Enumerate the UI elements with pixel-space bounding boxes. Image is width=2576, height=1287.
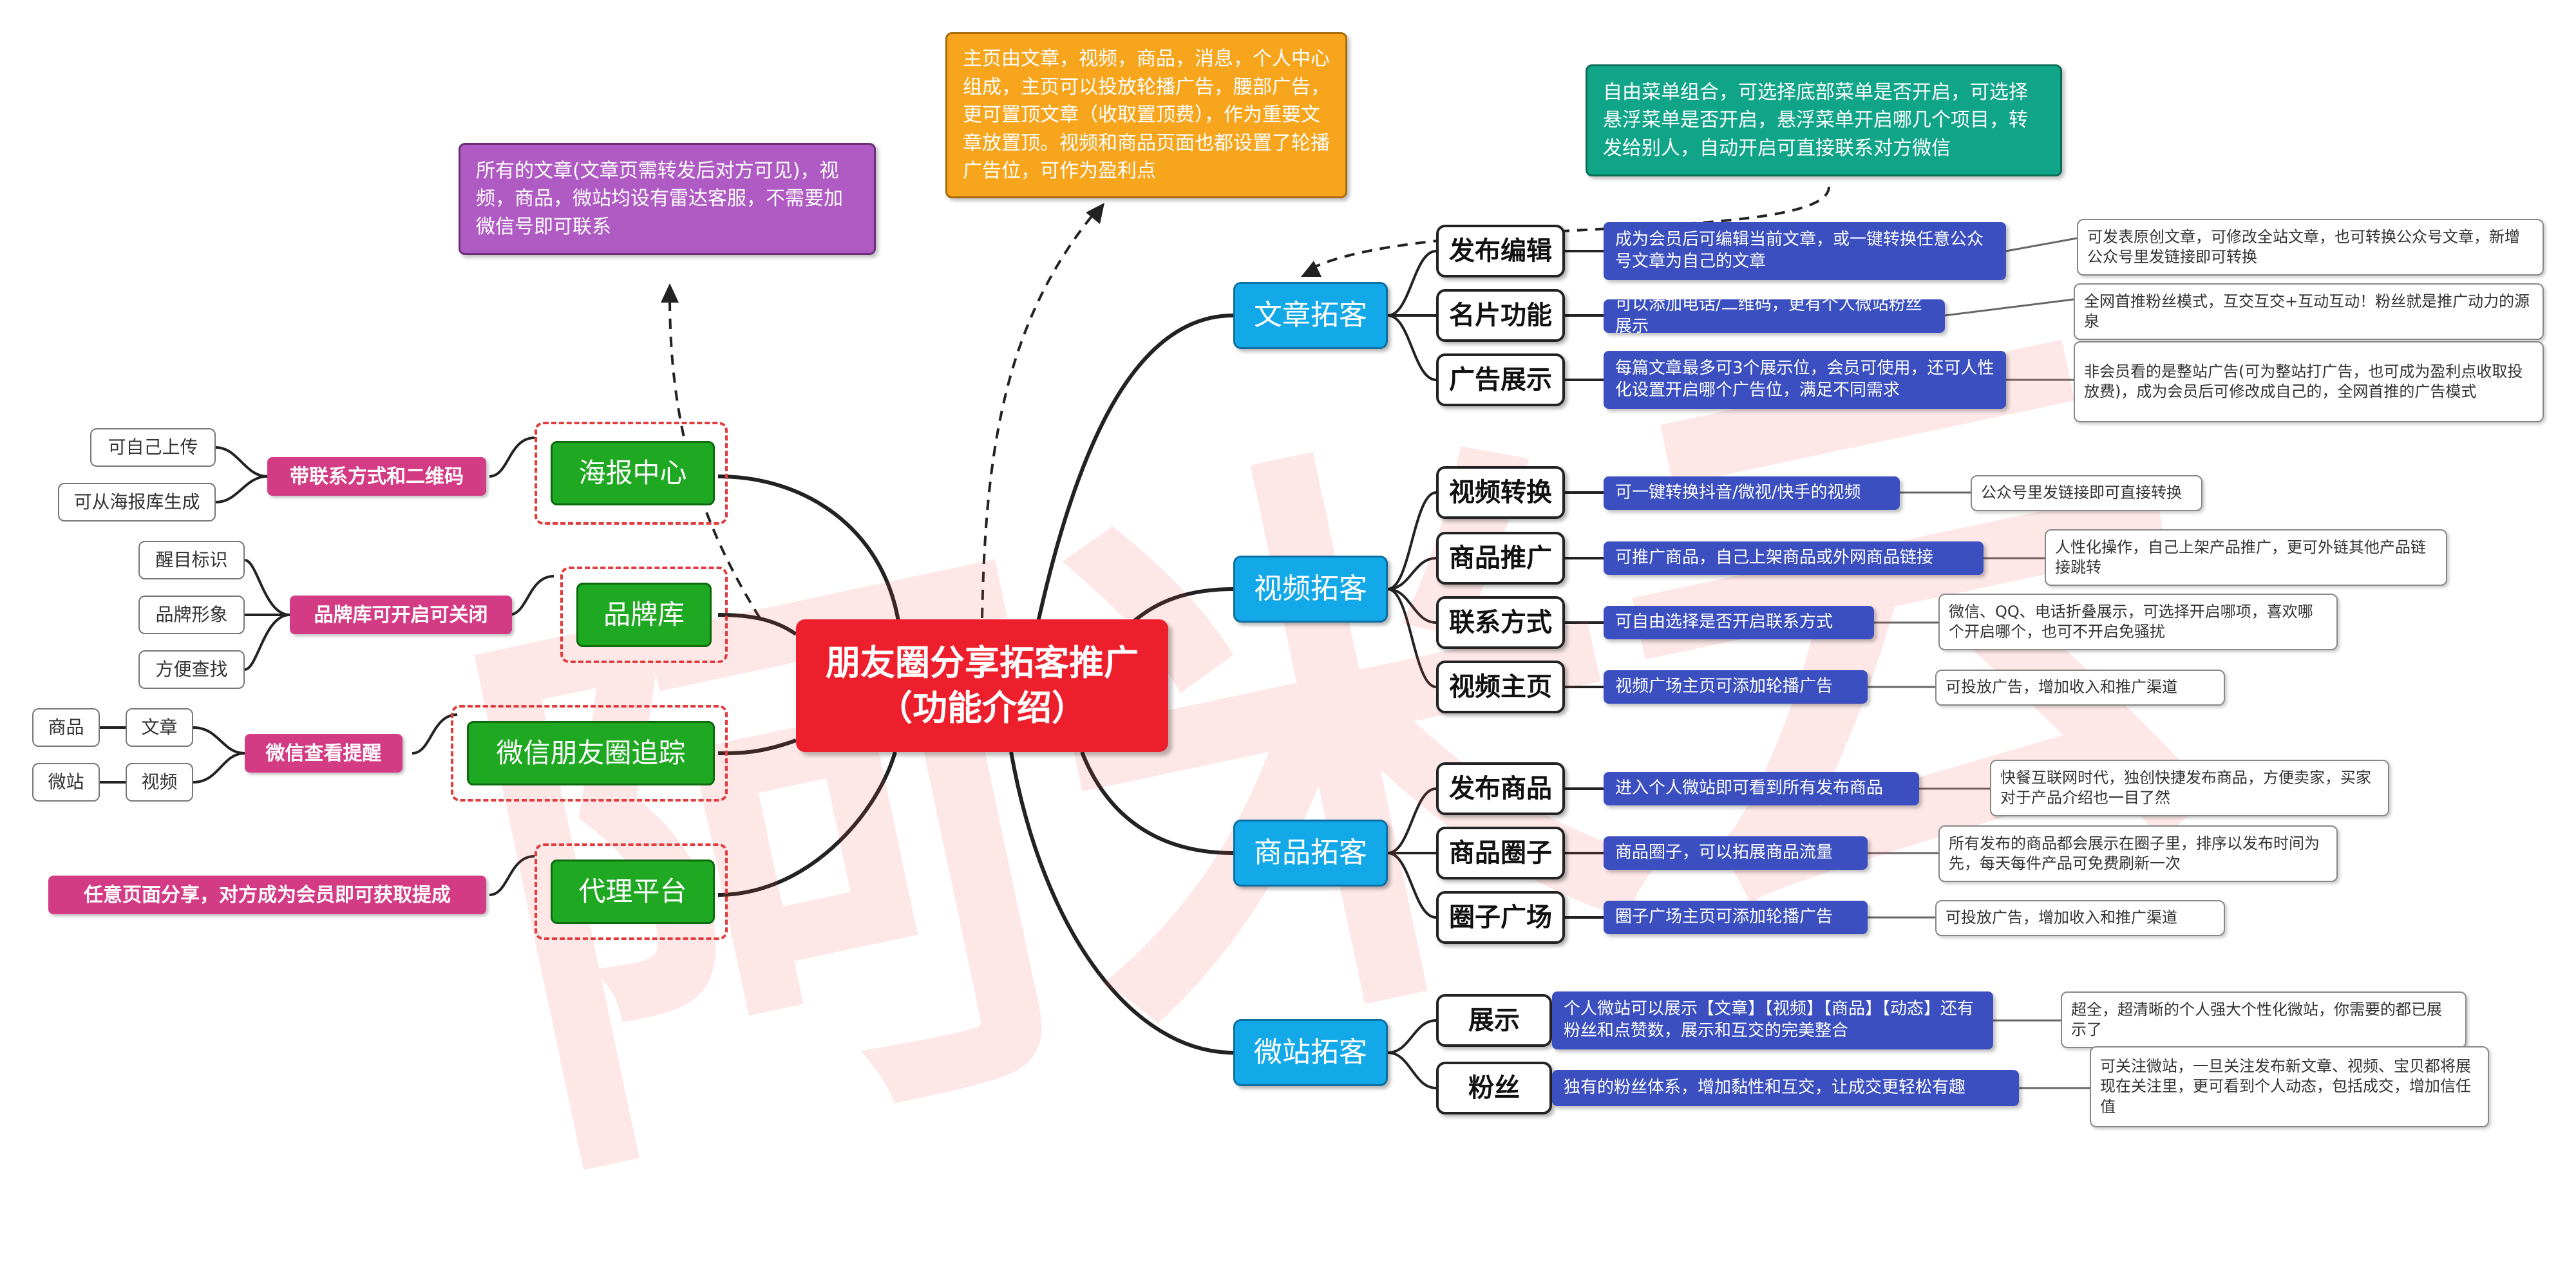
leaf-article: 文章 (126, 708, 193, 747)
node-video-home[interactable]: 视频主页 (1436, 661, 1565, 713)
edge-central-shipin (1132, 587, 1234, 623)
note-publish-product: 快餐互联网时代，独创快捷发布商品，方便卖家，买家对于产品介绍也一目了然 (1990, 760, 2389, 816)
node-product-circle[interactable]: 商品圈子 (1436, 827, 1565, 879)
node-product-promo[interactable]: 商品推广 (1436, 532, 1565, 585)
note-product-circle: 所有发布的商品都会展示在圈子里，排序以发布时间为先，每天每件产品可免费刷新一次 (1938, 825, 2338, 882)
leaf-brand-image: 品牌形象 (138, 596, 245, 634)
node-fans[interactable]: 粉丝 (1436, 1062, 1552, 1114)
branch-product[interactable]: 商品拓客 (1233, 820, 1388, 887)
branch-agent-platform[interactable]: 代理平台 (551, 860, 715, 924)
branch-microsite[interactable]: 微站拓客 (1233, 1019, 1388, 1086)
leaf-video: 视频 (126, 763, 193, 802)
note-video-home: 可投放广告，增加收入和推广渠道 (1935, 670, 2225, 706)
node-circle-square[interactable]: 圈子广场 (1436, 891, 1565, 944)
desc-video-home: 视频广场主页可添加轮播广告 (1604, 670, 1868, 704)
node-card[interactable]: 名片功能 (1436, 289, 1565, 342)
mind-map: 阿米云 所有的文章(文章页需转发后对方可见)，视频，商品，微站均设有雷达客服，不… (32, 32, 2544, 1257)
node-publish-edit[interactable]: 发布编辑 (1436, 225, 1565, 277)
branch-wechat-tracking[interactable]: 微信朋友圈追踪 (467, 721, 715, 785)
note-showcase: 超全，超清晰的个人强大个性化微站，你需要的都已展示了 (2061, 991, 2467, 1048)
branch-article[interactable]: 文章拓客 (1233, 282, 1388, 349)
frame-wechat (451, 705, 728, 802)
node-showcase[interactable]: 展示 (1436, 994, 1552, 1047)
edge-central-daili (717, 751, 897, 897)
branch-video[interactable]: 视频拓客 (1233, 556, 1388, 623)
desc-contact: 可自由选择是否开启联系方式 (1604, 606, 1874, 639)
node-video-convert[interactable]: 视频转换 (1436, 466, 1565, 519)
desc-product-promo: 可推广商品，自己上架商品或外网商品链接 (1604, 541, 1984, 575)
note-video-convert: 公众号里发链接即可直接转换 (1971, 475, 2202, 511)
desc-card: 可以添加电话/二维码，更有个人微站粉丝展示 (1604, 295, 1945, 336)
leaf-from-library: 可从海报库生成 (58, 483, 216, 521)
callout-menu: 自由菜单组合，可选择底部菜单是否开启，可选择悬浮菜单是否开启，悬浮菜单开启哪几个… (1586, 64, 2062, 176)
leaf-eye-catching: 醒目标识 (138, 541, 245, 579)
edge-central-shangpin (1080, 751, 1234, 855)
edge-central-wenzhang (1035, 314, 1234, 628)
tag-wechat-remind: 微信查看提醒 (245, 734, 402, 773)
desc-ads: 每篇文章最多可3个展示位，会员可使用，还可人性化设置开启哪个广告位，满足不同需求 (1604, 351, 2006, 409)
desc-product-circle: 商品圈子，可以拓展商品流量 (1604, 836, 1868, 870)
leaf-self-upload: 可自己上传 (90, 428, 216, 467)
leaf-product: 商品 (32, 708, 100, 747)
tag-brand-toggle: 品牌库可开启可关闭 (290, 596, 512, 634)
note-publish-edit: 可发表原创文章，可修改全站文章，也可转换公众号文章，新增公众号里发链接即可转换 (2077, 219, 2544, 276)
callout-homepage: 主页由文章，视频，商品，消息，个人中心组成，主页可以投放轮播广告，腰部广告，更可… (945, 32, 1347, 198)
connector-lines (119, 186, 2090, 1089)
frame-poster (535, 422, 728, 525)
branch-poster-center[interactable]: 海报中心 (551, 441, 715, 505)
node-ads[interactable]: 广告展示 (1436, 353, 1565, 406)
branch-brand-library[interactable]: 品牌库 (576, 583, 712, 647)
node-contact[interactable]: 联系方式 (1436, 596, 1565, 649)
desc-showcase: 个人微站可以展示【文章】【视频】【商品】【动态】还有粉丝和点赞数，展示和互交的完… (1552, 991, 1993, 1049)
desc-fans: 独有的粉丝体系，增加黏性和互交，让成交更轻松有趣 (1552, 1070, 2019, 1106)
note-fans: 可关注微站，一旦关注发布新文章、视频、宝贝都将展现在关注里，更可看到个人动态，包… (2090, 1046, 2489, 1127)
tag-contact-qr: 带联系方式和二维码 (267, 457, 486, 496)
edge-central-haibao (717, 474, 900, 622)
central-topic: 朋友圈分享拓客推广（功能介绍） (796, 619, 1168, 752)
frame-brand (560, 567, 728, 663)
leaf-microsite: 微站 (32, 763, 100, 802)
frame-agent (535, 843, 728, 940)
leaf-easy-search: 方便查找 (138, 650, 245, 689)
note-circle-square: 可投放广告，增加收入和推广渠道 (1935, 900, 2225, 936)
note-contact: 微信、QQ、电话折叠展示，可选择开启哪项，喜欢哪个开启哪个，也可不开启免骚扰 (1938, 594, 2338, 650)
edge-central-weizhan (1009, 751, 1234, 1055)
callout-radar-service: 所有的文章(文章页需转发后对方可见)，视频，商品，微站均设有雷达客服，不需要加微… (459, 143, 876, 255)
dash-orange (981, 211, 1096, 619)
node-publish-product[interactable]: 发布商品 (1436, 762, 1565, 815)
desc-circle-square: 圈子广场主页可添加轮播广告 (1604, 901, 1868, 934)
desc-video-convert: 可一键转换抖音/微视/快手的视频 (1604, 476, 1900, 510)
tag-share-commission: 任意页面分享，对方成为会员即可获取提成 (48, 876, 486, 914)
note-card: 全网首推粉丝模式，互交互交+互动互动！粉丝就是推广动力的源泉 (2074, 283, 2544, 340)
desc-publish-product: 进入个人微站即可看到所有发布商品 (1604, 772, 1919, 805)
desc-publish-edit: 成为会员后可编辑当前文章，或一键转换任意公众号文章为自己的文章 (1604, 222, 2006, 280)
note-product-promo: 人性化操作，自己上架产品推广，更可外链其他产品链接跳转 (2045, 529, 2447, 586)
note-ads: 非会员看的是整站广告(可为整站打广告，也可成为盈利点收取投放费)，成为会员后可修… (2074, 341, 2544, 422)
